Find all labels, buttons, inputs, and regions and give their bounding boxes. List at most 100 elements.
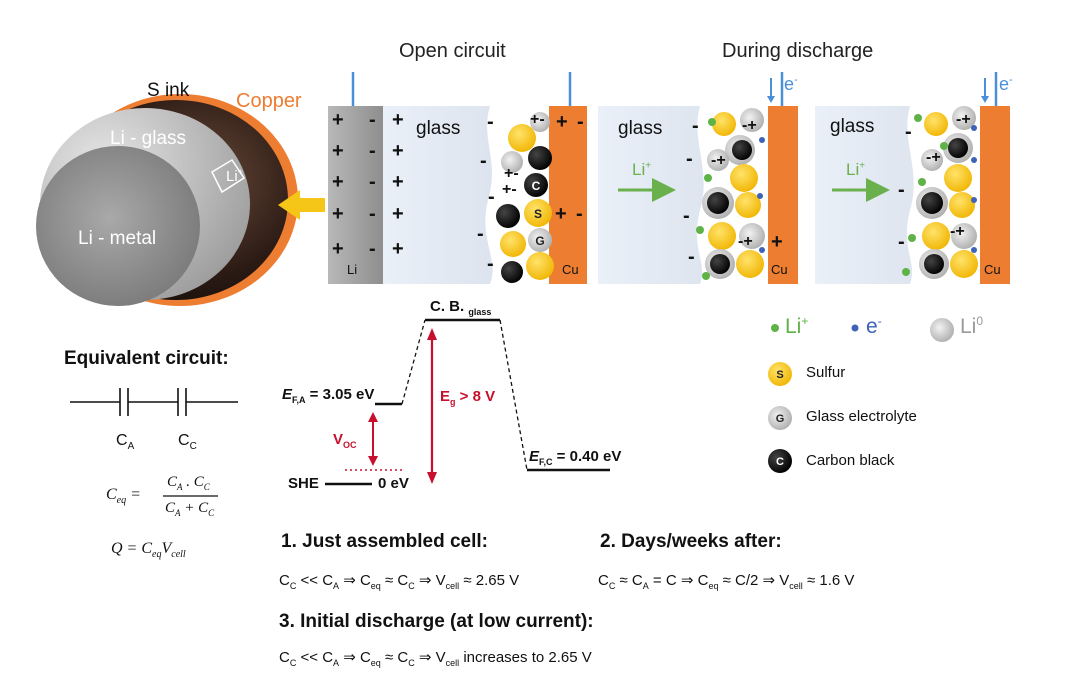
svg-text:+-: +- [504, 165, 519, 182]
svg-text:+: + [332, 171, 344, 193]
carbon-particle [524, 173, 548, 197]
panel1-glass-label: glass [416, 118, 461, 139]
label-s-ink: S ink [147, 80, 190, 101]
svg-text:-: - [369, 140, 376, 162]
sulfur-particle [524, 199, 552, 227]
svg-text:+: + [392, 238, 404, 260]
particles-panel-1 [496, 112, 554, 283]
svg-text:-: - [576, 203, 583, 225]
legend-glass-icon [768, 406, 792, 430]
charge-equation: Q = CeqVcell [111, 540, 186, 561]
svg-text:+: + [392, 171, 404, 193]
note3-title: 3. Initial discharge (at low current): [279, 611, 594, 632]
efc-label: EF,C = 0.40 eV [529, 448, 622, 467]
legend-electron: e- [866, 314, 882, 338]
glass-letter: G [535, 234, 544, 248]
note1-equation: CC << CA ⇒ Ceq ≈ CC ⇒ Vcell ≈ 2.65 V [279, 572, 520, 591]
svg-text:-: - [688, 246, 695, 268]
svg-text:-: - [369, 238, 376, 260]
panel2-glass-label: glass [618, 118, 663, 139]
svg-text:-: - [487, 253, 494, 275]
svg-text:+: + [392, 140, 404, 162]
svg-text:-+: -+ [742, 117, 757, 134]
panel1-li-label: Li [347, 262, 358, 277]
cu-electrode-3 [980, 106, 1010, 284]
legend-glass-label: Glass electrolyte [806, 408, 917, 425]
legend-li-ion-dot [771, 324, 779, 332]
svg-text:-+: -+ [711, 152, 726, 169]
label-li-glass: Li - glass [110, 128, 187, 149]
svg-text:-: - [692, 115, 699, 137]
svg-text:-+: -+ [926, 149, 941, 166]
particles-panel-2 [696, 108, 765, 280]
cc-label: CC [178, 432, 197, 453]
svg-text:+: + [555, 203, 567, 225]
panel2-cu-label: Cu [771, 262, 788, 277]
voc-label: VOC [333, 431, 357, 450]
legend-li-ion: Li+ [785, 314, 809, 338]
title-during-discharge: During discharge [722, 40, 874, 62]
carbon-letter: C [532, 179, 541, 193]
glass-particle [528, 228, 552, 252]
svg-text:-: - [577, 111, 584, 133]
particles-panel-3 [902, 106, 978, 279]
note2-title: 2. Days/weeks after: [600, 531, 782, 552]
legend-li-zero: Li0 [960, 314, 984, 338]
svg-text:+: + [771, 231, 783, 253]
ceq-denominator: CA + CC [165, 500, 215, 518]
panel-open-circuit [328, 72, 587, 284]
panel1-cu-label: Cu [562, 262, 579, 277]
svg-text:+: + [332, 238, 344, 260]
svg-text:-: - [898, 179, 905, 201]
equivalent-circuit-title: Equivalent circuit: [64, 348, 229, 369]
note1-title: 1. Just assembled cell: [281, 531, 488, 552]
svg-text:-: - [480, 150, 487, 172]
panel3-electron-label: e- [999, 74, 1013, 94]
energy-diagram [325, 318, 610, 486]
svg-text:+: + [332, 203, 344, 225]
legend-sulfur-label: Sulfur [806, 364, 846, 381]
svg-text:-+: -+ [738, 233, 753, 250]
svg-text:+-: +- [530, 111, 545, 128]
efa-label: EF,A = 3.05 eV [282, 386, 375, 405]
cu-electrode-2 [768, 106, 798, 284]
svg-text:+: + [332, 109, 344, 131]
label-li-ion-window: Li+ [226, 167, 243, 185]
equivalent-circuit-schematic [70, 388, 238, 497]
svg-text:-: - [369, 109, 376, 131]
svg-text:+: + [392, 203, 404, 225]
panel3-li-ion-label: Li+ [846, 160, 866, 179]
legend-electron-dot [851, 324, 859, 332]
svg-text:-: - [898, 231, 905, 253]
ca-label: CA [116, 432, 135, 453]
title-open-circuit: Open circuit [399, 40, 506, 62]
svg-text:-: - [905, 121, 912, 143]
svg-text:+: + [332, 140, 344, 162]
zero-ev-label: 0 eV [378, 475, 409, 492]
svg-text:+: + [392, 109, 404, 131]
label-li-metal: Li - metal [78, 228, 157, 249]
cell-discs [36, 94, 325, 306]
legend-marks: S G C [768, 318, 954, 473]
cu-electrode-1 [549, 106, 587, 284]
svg-text:-: - [686, 148, 693, 170]
li-ion-window-icon [211, 158, 246, 194]
eg-label: Eg > 8 V [440, 388, 496, 407]
svg-text:-: - [683, 205, 690, 227]
svg-text:-: - [369, 203, 376, 225]
svg-text:-: - [477, 223, 484, 245]
svg-text:G: G [776, 413, 785, 425]
panel3-cu-label: Cu [984, 262, 1001, 277]
panel-discharge-1 [598, 72, 798, 284]
svg-text:+: + [556, 111, 568, 133]
legend-li-zero-dot [930, 318, 954, 342]
cb-glass-label: C. B. glass [430, 298, 492, 317]
li-electrode [328, 106, 383, 284]
svg-text:S: S [776, 369, 783, 381]
ceq-lhs: Ceq = [106, 486, 141, 507]
sulfur-letter: S [534, 207, 542, 221]
ceq-numerator: CA . CC [167, 474, 210, 492]
svg-text:-+: -+ [950, 223, 965, 240]
